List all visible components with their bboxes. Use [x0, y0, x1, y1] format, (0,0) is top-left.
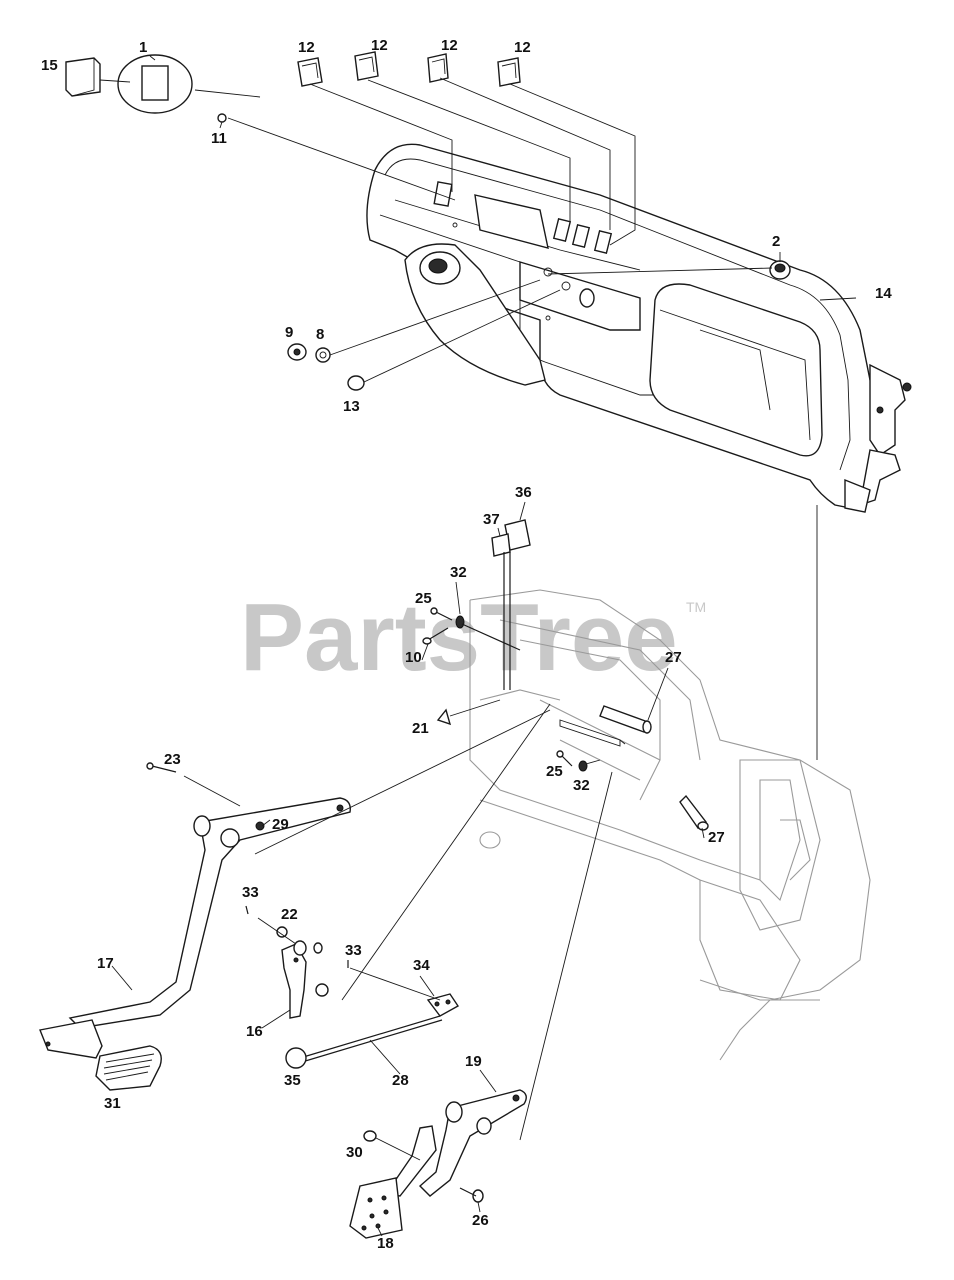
pedal-pad-part-31[interactable]: [95, 1045, 162, 1091]
callout-16: 16: [246, 1023, 263, 1040]
callout-26: 26: [472, 1212, 489, 1229]
emblem-part-1[interactable]: [117, 54, 193, 114]
pin-part-26[interactable]: [459, 1187, 484, 1203]
callout-29: 29: [272, 816, 289, 833]
switch-part-36[interactable]: [491, 519, 531, 690]
bracket-part-18[interactable]: [349, 1125, 437, 1239]
part-13-cap[interactable]: [347, 375, 365, 391]
part-2-knob[interactable]: [769, 260, 791, 280]
lever-part-19[interactable]: [418, 1089, 527, 1197]
callout-22: 22: [281, 906, 298, 923]
leader-lines-lower: [183, 703, 613, 1161]
part-8-washer[interactable]: [315, 347, 331, 363]
leader-1: [194, 89, 261, 98]
washer-part-32-a[interactable]: [455, 615, 521, 651]
dash-panel[interactable]: [366, 143, 912, 513]
callout-11: 11: [211, 130, 227, 147]
rod-part-28[interactable]: [299, 993, 460, 1063]
callout-25-a: 25: [415, 590, 432, 607]
shaft-assembly: [559, 719, 626, 747]
watermark-text: PartsTree: [240, 584, 678, 691]
leader-lines-dash: [227, 77, 857, 760]
washer-part-22[interactable]: [276, 926, 288, 938]
leader-15: [99, 79, 131, 83]
pin-part-21[interactable]: [436, 699, 501, 726]
callout-31: 31: [104, 1095, 121, 1112]
callout-8: 8: [316, 326, 324, 343]
chassis-frame: [469, 589, 871, 1061]
bolt-part-10[interactable]: [422, 627, 449, 645]
switch-part-12-a[interactable]: [297, 57, 323, 87]
nut-part-30[interactable]: [363, 1130, 377, 1142]
pin-part-27-b[interactable]: [679, 794, 709, 831]
callout-21: 21: [412, 720, 429, 737]
bolt-part-25-b[interactable]: [556, 750, 573, 767]
part-9-nut[interactable]: [287, 343, 307, 361]
bolt-part-25-a[interactable]: [430, 607, 453, 621]
callout-23: 23: [164, 751, 181, 768]
lever-part-16[interactable]: [281, 940, 329, 1019]
callout-18: 18: [377, 1235, 394, 1252]
callout-13: 13: [343, 398, 360, 415]
callout-14: 14: [875, 285, 892, 302]
callout-1: 1: [139, 39, 147, 56]
pin-part-27-a[interactable]: [599, 705, 652, 734]
callout-33-a: 33: [242, 884, 259, 901]
callout-19: 19: [465, 1053, 482, 1070]
callout-25-b: 25: [546, 763, 563, 780]
callout-labels: 1 15 11 12 12 12 12 2 14 9 8 13 36 37 32…: [41, 37, 892, 1252]
callout-37: 37: [483, 511, 500, 528]
knob-part-35[interactable]: [285, 1047, 307, 1069]
callout-28: 28: [392, 1072, 409, 1089]
callout-15: 15: [41, 57, 58, 74]
callout-17: 17: [97, 955, 114, 972]
callout-27-a: 27: [665, 649, 682, 666]
callout-9: 9: [285, 324, 293, 341]
callout-12-c: 12: [441, 37, 458, 54]
nut-part-33-b[interactable]: [313, 942, 349, 968]
callout-32-b: 32: [573, 777, 590, 794]
callout-27-b: 27: [708, 829, 725, 846]
callout-12-d: 12: [514, 39, 531, 56]
pedal-part-17[interactable]: [39, 797, 351, 1059]
pin-part-23[interactable]: [146, 762, 177, 773]
nut-part-29[interactable]: [255, 821, 265, 831]
callout-33-b: 33: [345, 942, 362, 959]
part-11-nut[interactable]: [217, 113, 227, 123]
switch-part-12-d[interactable]: [497, 57, 521, 87]
washer-part-32-b[interactable]: [578, 759, 601, 772]
callout-leaders: [111, 55, 781, 1237]
callout-12-a: 12: [298, 39, 315, 56]
callout-34: 34: [413, 957, 430, 974]
switch-part-12-c[interactable]: [427, 53, 449, 83]
callout-32-a: 32: [450, 564, 467, 581]
callout-30: 30: [346, 1144, 363, 1161]
part-15-block[interactable]: [65, 57, 101, 97]
bolt-part-33-a[interactable]: [245, 905, 249, 915]
watermark-trademark: TM: [686, 599, 706, 615]
callout-12-b: 12: [371, 37, 388, 54]
callout-35: 35: [284, 1072, 301, 1089]
callout-36: 36: [515, 484, 532, 501]
switch-part-12-b[interactable]: [354, 51, 379, 81]
callout-10: 10: [405, 649, 422, 666]
callout-2: 2: [772, 233, 780, 250]
